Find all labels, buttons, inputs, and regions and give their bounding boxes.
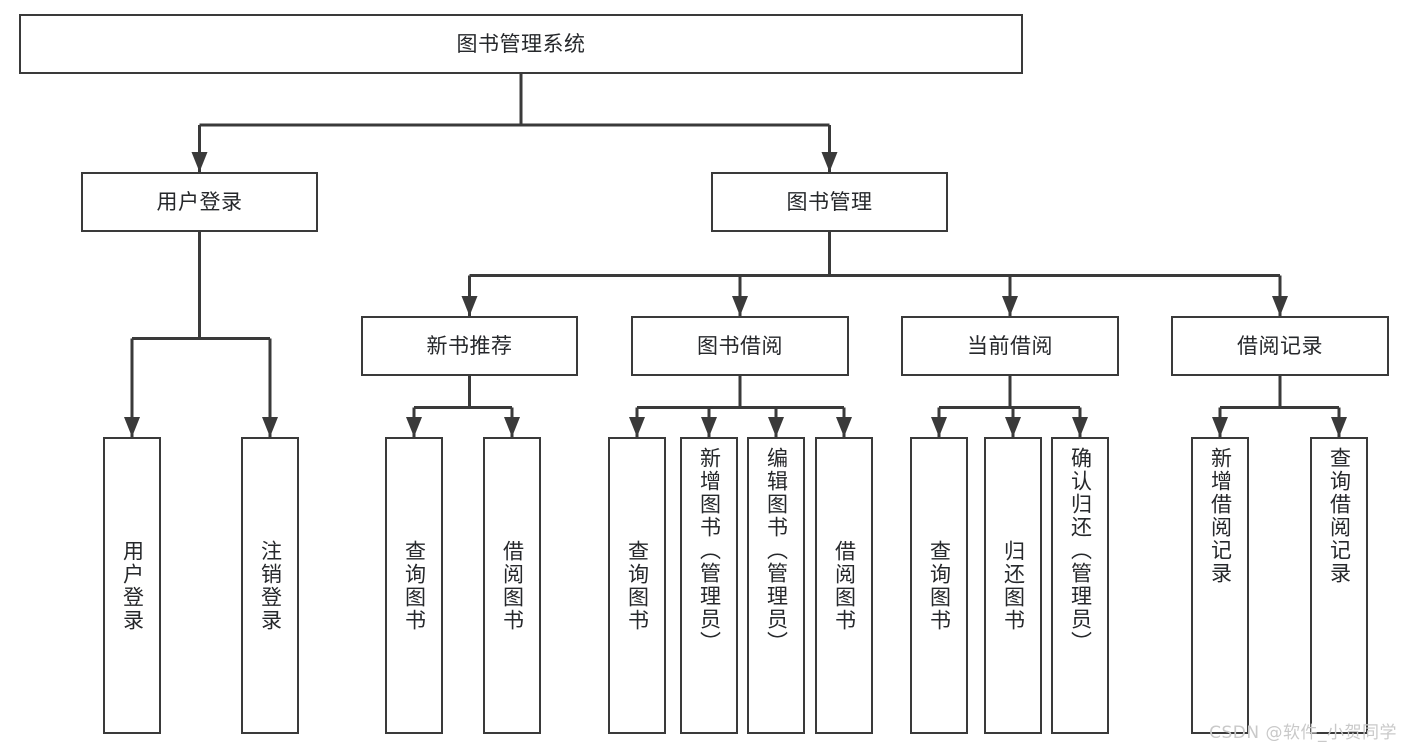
node-label: 借阅记录 <box>1237 333 1323 358</box>
node-root[interactable]: 图书管理系统 <box>19 14 1023 74</box>
node-label: 新增图书（管理员） <box>697 447 722 654</box>
node-label: 确认归还（管理员） <box>1068 447 1093 654</box>
node-leaf-borrow-1[interactable]: 借阅图书 <box>483 437 541 734</box>
node-leaf-return[interactable]: 归还图书 <box>984 437 1042 734</box>
node-label: 借阅图书 <box>500 539 525 632</box>
node-label: 当前借阅 <box>967 333 1053 358</box>
node-leaf-logout[interactable]: 注销登录 <box>241 437 299 734</box>
node-book-borrow[interactable]: 图书借阅 <box>631 316 849 376</box>
node-label: 归还图书 <box>1001 539 1026 632</box>
node-leaf-borrow-2[interactable]: 借阅图书 <box>815 437 873 734</box>
node-leaf-query-2[interactable]: 查询图书 <box>608 437 666 734</box>
node-label: 借阅图书 <box>832 539 857 632</box>
node-leaf-user-login[interactable]: 用户登录 <box>103 437 161 734</box>
node-new-book-rec[interactable]: 新书推荐 <box>361 316 578 376</box>
node-user-login[interactable]: 用户登录 <box>81 172 318 232</box>
node-leaf-query-rec[interactable]: 查询借阅记录 <box>1310 437 1368 734</box>
node-leaf-confirm[interactable]: 确认归还（管理员） <box>1051 437 1109 734</box>
node-label: 图书管理 <box>786 189 873 214</box>
node-label: 用户登录 <box>120 539 145 632</box>
node-book-manage[interactable]: 图书管理 <box>711 172 948 232</box>
node-current-borrow[interactable]: 当前借阅 <box>901 316 1119 376</box>
node-label: 查询图书 <box>402 539 427 632</box>
node-label: 编辑图书（管理员） <box>764 447 789 654</box>
node-leaf-add-rec[interactable]: 新增借阅记录 <box>1191 437 1249 734</box>
node-leaf-add-book[interactable]: 新增图书（管理员） <box>680 437 738 734</box>
node-label: 新增借阅记录 <box>1208 447 1233 585</box>
node-label: 图书管理系统 <box>456 31 586 56</box>
node-label: 查询图书 <box>625 539 650 632</box>
node-label: 新书推荐 <box>426 333 513 358</box>
watermark-text: CSDN @软件_小贺同学 <box>1209 723 1397 743</box>
node-leaf-query-3[interactable]: 查询图书 <box>910 437 968 734</box>
node-leaf-query-1[interactable]: 查询图书 <box>385 437 443 734</box>
node-label: 注销登录 <box>258 539 283 632</box>
node-borrow-record[interactable]: 借阅记录 <box>1171 316 1389 376</box>
node-leaf-edit-book[interactable]: 编辑图书（管理员） <box>747 437 805 734</box>
node-label: 查询图书 <box>927 539 952 632</box>
node-label: 查询借阅记录 <box>1327 447 1352 585</box>
node-label: 图书借阅 <box>697 333 783 358</box>
node-label: 用户登录 <box>156 189 243 214</box>
